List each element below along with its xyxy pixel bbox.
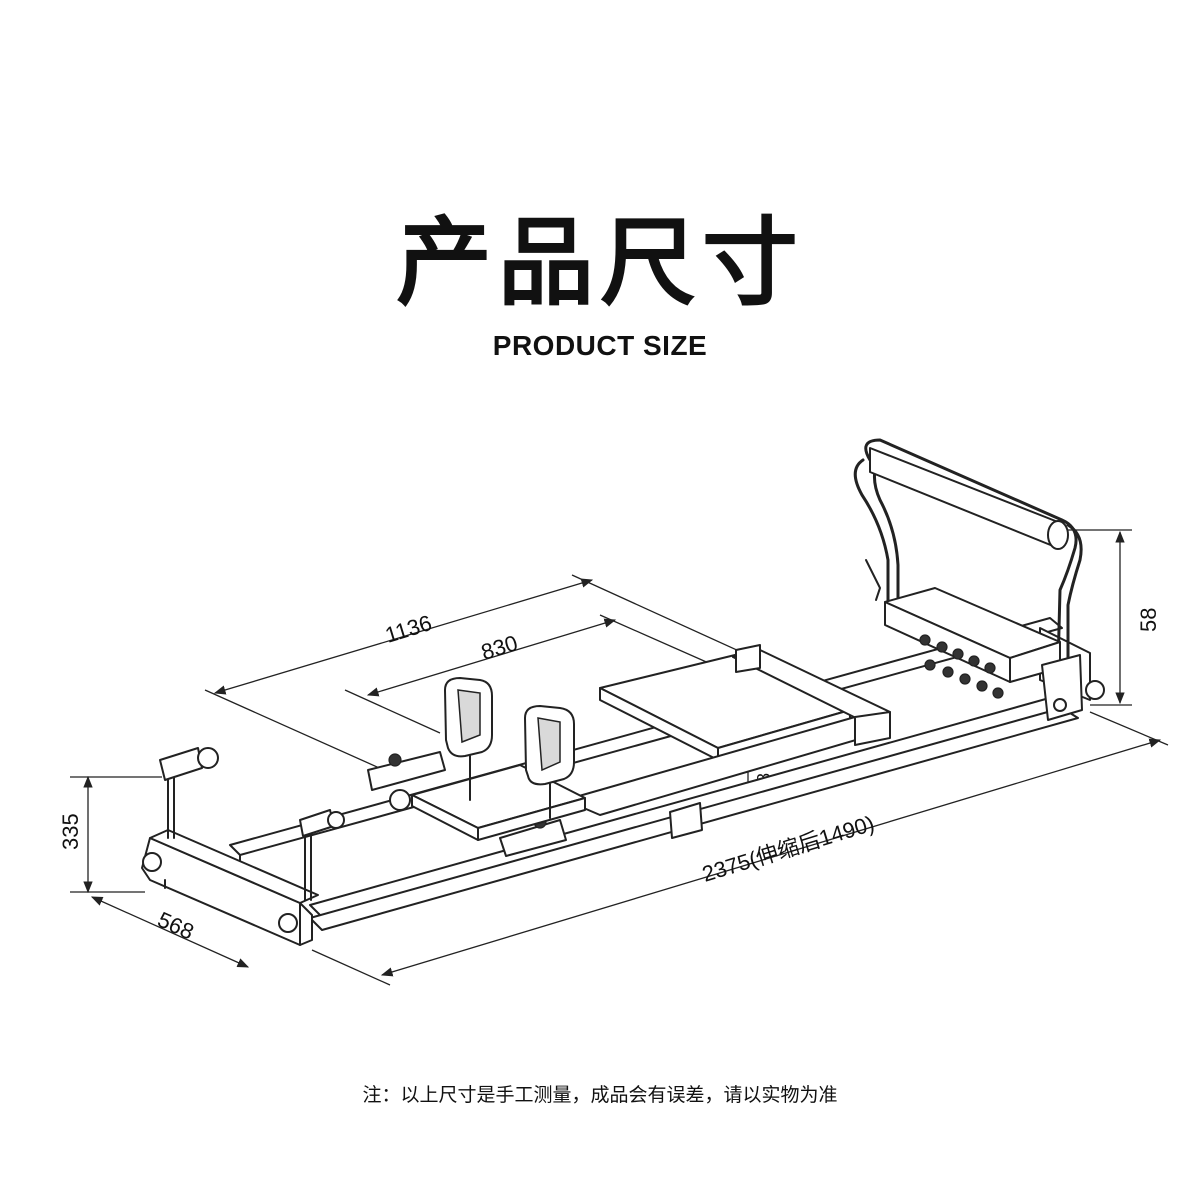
page-subtitle: PRODUCT SIZE: [492, 330, 708, 361]
width-label: 568: [154, 907, 198, 945]
rear-height-label: 58: [1136, 608, 1161, 632]
carriage-length-label: 830: [478, 630, 520, 665]
pilates-reformer-diagram: 2375(伸缩后1490) 568 335 58 1136 830 580 58: [58, 438, 1169, 986]
overall-length-label: 2375(伸缩后1490): [699, 811, 877, 887]
rail-length-label: 1136: [382, 610, 435, 648]
front-height-label: 335: [58, 813, 83, 850]
shoulder-rests: [444, 677, 575, 819]
footer-note: 注：以上尺寸是手工测量，成品会有误差，请以实物为准: [362, 1084, 838, 1106]
front-spring-mount: [367, 751, 567, 857]
page-title: 产品尺寸: [396, 207, 804, 319]
rear-tower: [853, 438, 1105, 721]
carriage: [411, 644, 891, 841]
front-end-frame: [141, 747, 345, 946]
